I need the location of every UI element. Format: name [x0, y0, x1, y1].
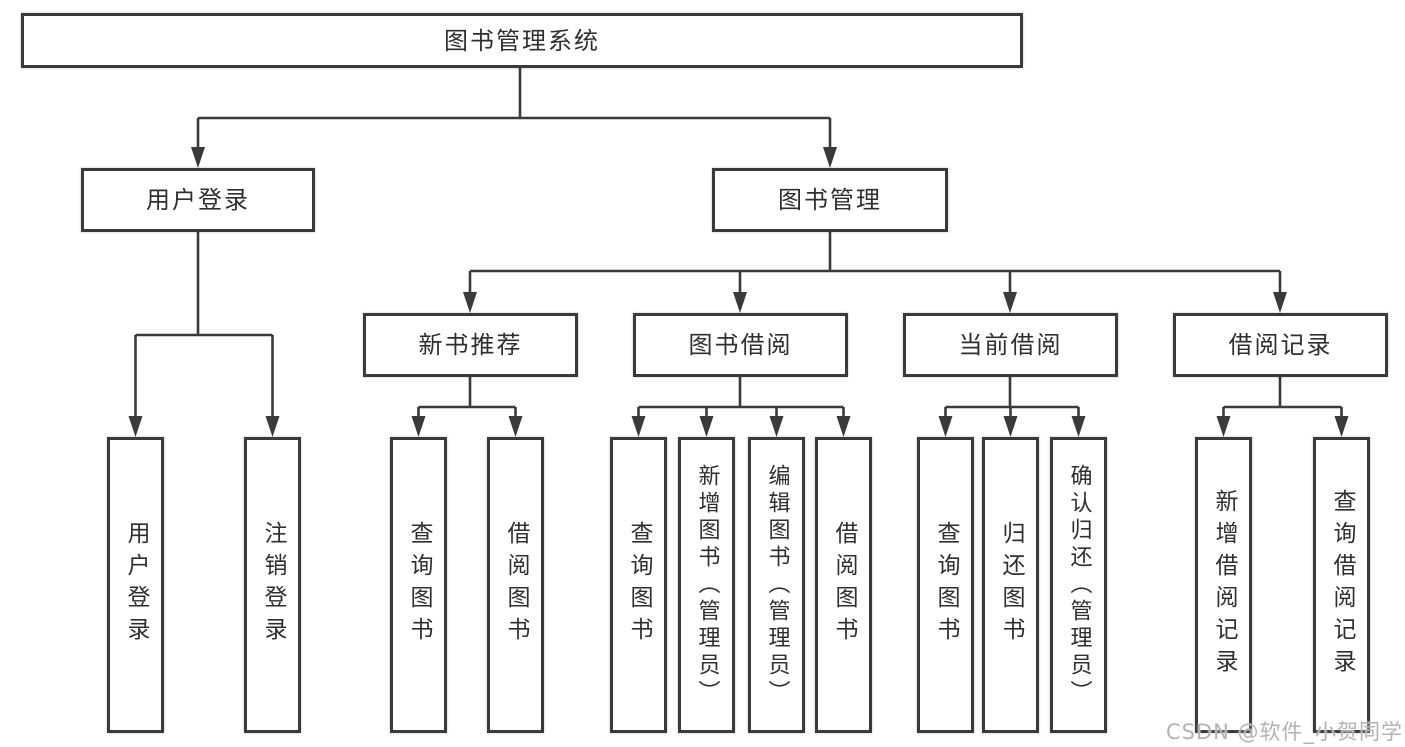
node-library-management-system: 图书管理系统	[21, 13, 1023, 68]
arrowheads	[128, 147, 1349, 437]
leaf-user-login: 用户登录	[107, 437, 164, 733]
csdn-watermark: CSDN @软件_小贺同学	[1166, 720, 1404, 744]
leaf-query-borrow-record: 查询借阅记录	[1313, 437, 1370, 733]
node-book-borrowing: 图书借阅	[633, 313, 848, 377]
node-borrowing-records: 借阅记录	[1173, 313, 1388, 377]
leaf-borrow-books-recommend: 借阅图书	[487, 437, 544, 733]
leaf-add-borrow-record: 新增借阅记录	[1195, 437, 1252, 733]
leaf-query-books-borrowing: 查询图书	[610, 437, 667, 733]
leaf-query-books-recommend: 查询图书	[390, 437, 447, 733]
leaf-logout: 注销登录	[244, 437, 301, 733]
node-new-book-recommendation: 新书推荐	[363, 313, 578, 377]
leaf-query-books-current: 查询图书	[917, 437, 974, 733]
leaf-return-books: 归还图书	[982, 437, 1039, 733]
leaf-borrow-books: 借阅图书	[815, 437, 872, 733]
node-book-management-branch: 图书管理	[712, 168, 948, 232]
node-current-borrowing: 当前借阅	[903, 313, 1118, 377]
leaf-edit-books-admin: 编辑图书（管理员）	[748, 437, 805, 733]
leaf-add-books-admin: 新增图书（管理员）	[678, 437, 735, 733]
node-user-login-branch: 用户登录	[81, 168, 315, 232]
leaf-confirm-return-admin: 确认归还（管理员）	[1050, 437, 1107, 733]
